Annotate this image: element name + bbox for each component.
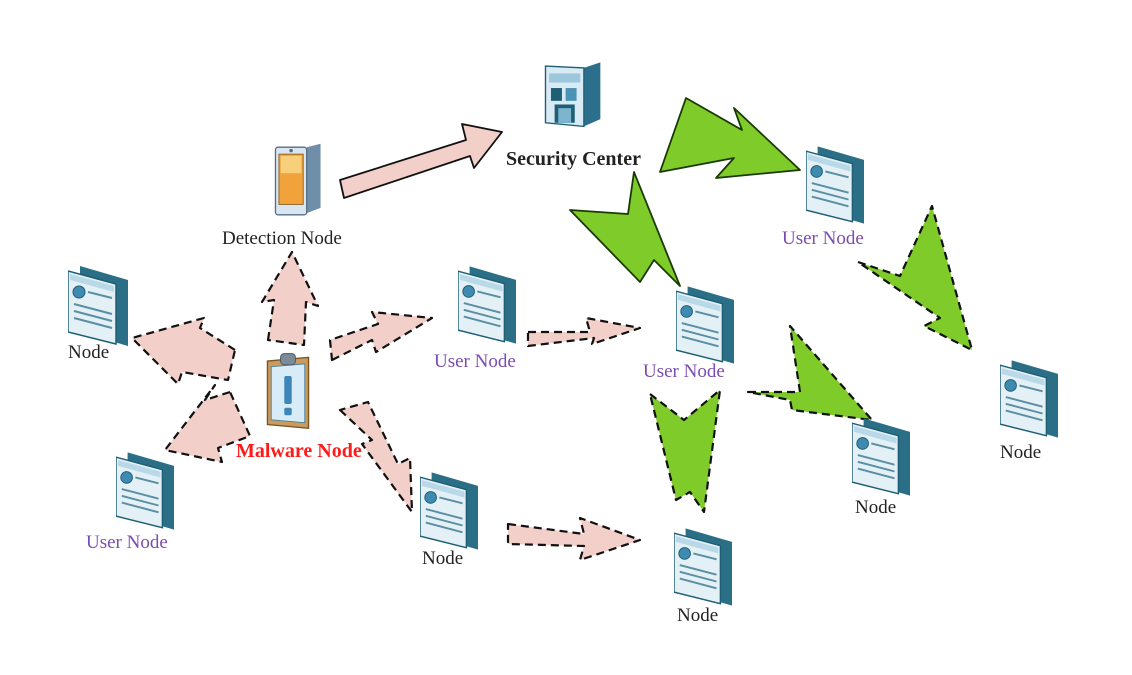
user-node-right-label: User Node [782, 228, 864, 249]
detection-server-icon [274, 143, 322, 216]
security-center-building-icon [544, 62, 602, 128]
node-bottom-mid-label: Node [422, 548, 464, 569]
user-node-center-window-icon [676, 286, 734, 364]
user-node-mid-label: User Node [434, 351, 516, 372]
malware-clipboard-icon [266, 352, 310, 430]
notification-arrows [569, 97, 801, 287]
user-node-mid-window-icon [458, 266, 516, 344]
node-bottom-center-label: Node [677, 605, 719, 626]
node-left-label: Node [68, 342, 110, 363]
node-right-mid-label: Node [855, 497, 897, 518]
infection-arrow-mid-to-center [526, 316, 642, 348]
user-node-center-label: User Node [643, 361, 725, 382]
node-right-mid-window-icon [852, 418, 910, 496]
green-arrow-center-to-node-right-mid [746, 324, 874, 422]
infection-arrow-bottom-mid-to-center [506, 516, 642, 562]
infection-arrow-to-left-node [130, 316, 237, 386]
malware-node-label: Malware Node [236, 440, 362, 462]
green-arrow-center-to-node-bottom [648, 388, 722, 514]
node-far-right-window-icon [1000, 360, 1058, 438]
spread-arrows-green [648, 204, 974, 514]
infection-arrow-to-user-node-left [163, 383, 252, 464]
security-center-label: Security Center [506, 148, 641, 170]
node-bottom-center-window-icon [674, 528, 732, 606]
user-node-left-label: User Node [86, 532, 168, 553]
green-arrow-right-user-to-far-node [856, 204, 974, 352]
notify-arrow-to-user-node-right [659, 97, 801, 179]
user-node-right-window-icon [806, 146, 864, 224]
node-far-right-label: Node [1000, 442, 1042, 463]
user-node-left-window-icon [116, 452, 174, 530]
report-arrow-detection-to-security [339, 123, 503, 199]
infection-arrow-to-user-node-mid [328, 310, 434, 362]
node-bottom-mid-window-icon [420, 472, 478, 550]
notify-arrow-to-user-node-center [569, 171, 681, 287]
detection-node-label: Detection Node [222, 228, 342, 249]
node-left-window-icon [68, 266, 128, 346]
infection-arrows [130, 250, 642, 562]
infection-arrow-to-detection [260, 250, 320, 347]
infection-arrow-to-node-bottom-mid [338, 400, 414, 514]
